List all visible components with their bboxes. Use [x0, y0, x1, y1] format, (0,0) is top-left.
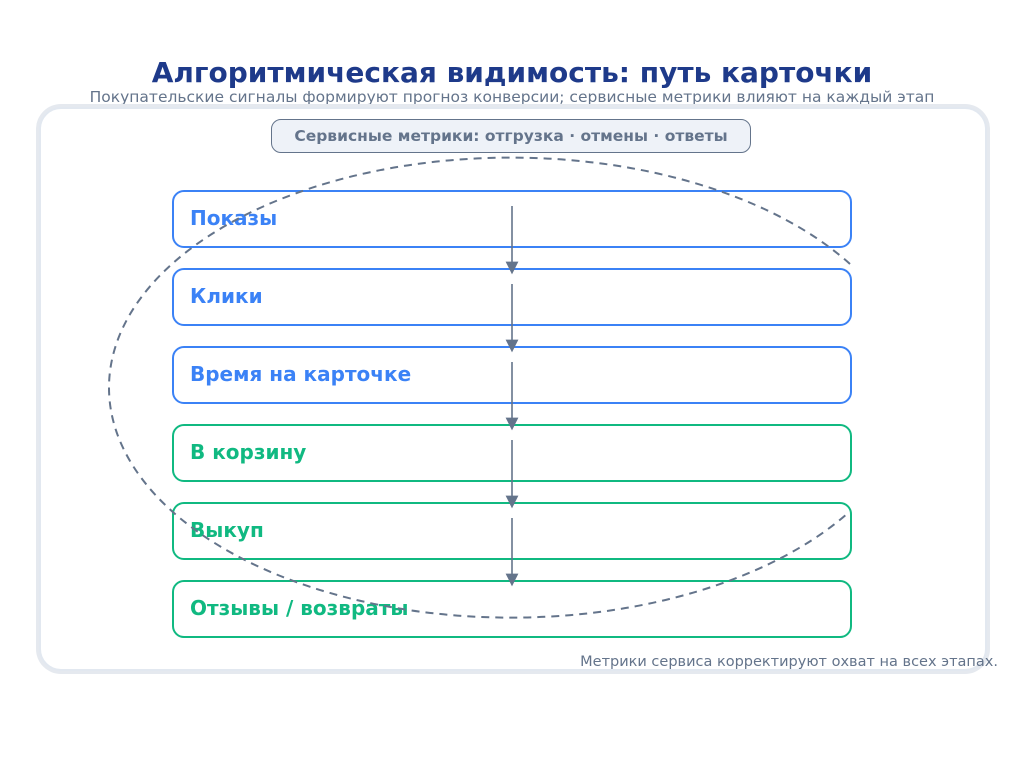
stage-label: Клики — [190, 284, 263, 308]
footnote: Метрики сервиса корректируют охват на вс… — [580, 654, 998, 670]
stage-label: Показы — [190, 206, 278, 230]
stage-label: Отзывы / возвраты — [190, 596, 409, 620]
stage-label: В корзину — [190, 440, 307, 464]
stage-reviews-returns: Отзывы / возвраты — [172, 580, 852, 638]
diagram-subtitle: Покупательские сигналы формируют прогноз… — [89, 88, 935, 106]
stage-label: Время на карточке — [190, 362, 412, 386]
service-metrics-label: Сервисные метрики: отгрузка · отмены · о… — [271, 119, 751, 153]
diagram-title: Алгоритмическая видимость: путь карточки — [151, 56, 873, 89]
service-metrics-text: Сервисные метрики: отгрузка · отмены · о… — [294, 127, 728, 145]
stage-label: Выкуп — [190, 518, 264, 542]
service-influence-loop — [107, 156, 851, 619]
